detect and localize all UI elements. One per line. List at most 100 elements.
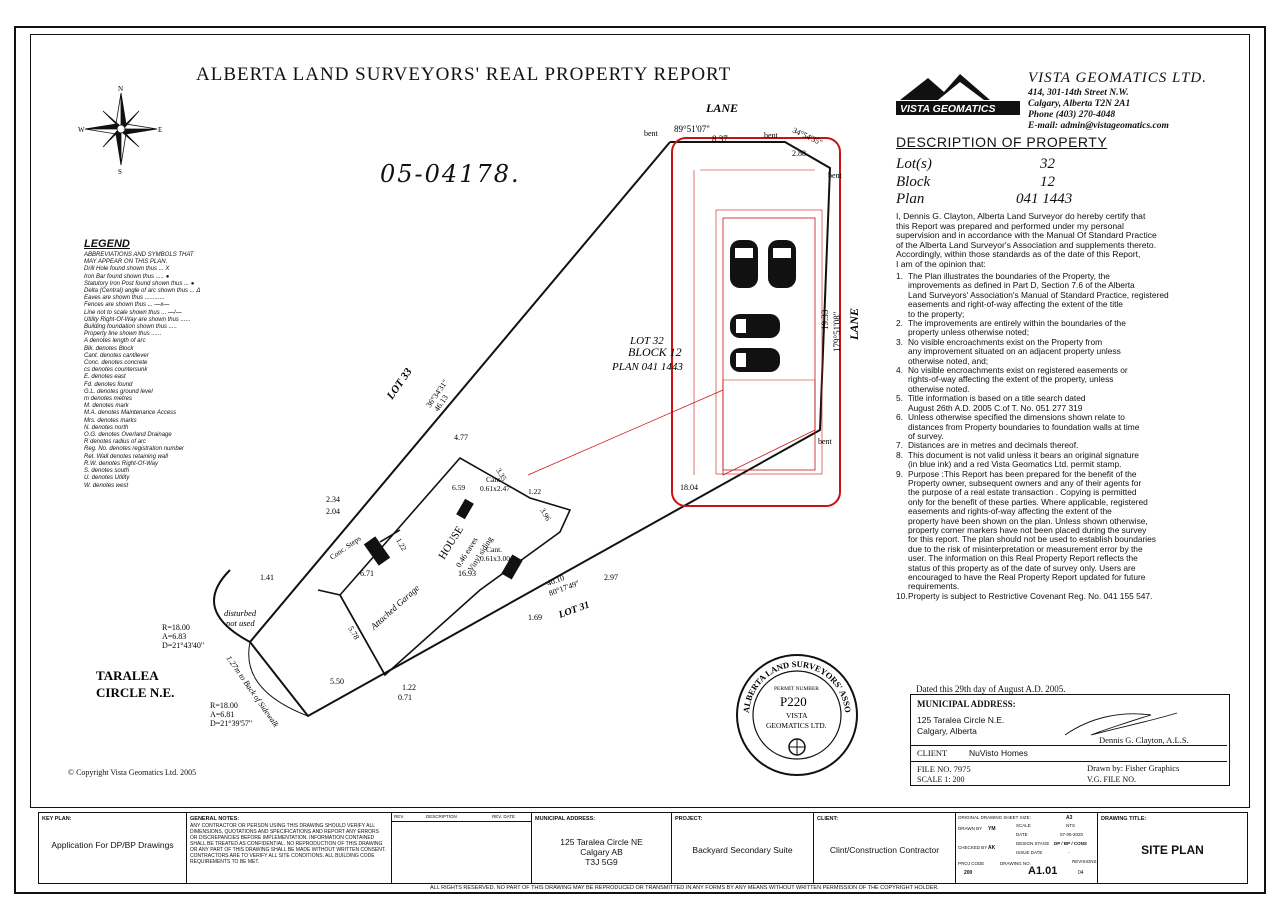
label-297: 2.97 [604,573,618,582]
handwritten-number: 05-04178. [380,160,521,188]
revisions-header-row [392,813,532,822]
label-curve1-d: D=21°43'40" [162,641,204,650]
drawing-no-label: DRAWING NO. [1000,861,1031,866]
company-name: VISTA GEOMATICS LTD. [1028,70,1208,86]
certification-note-line: easements and right-of-way affecting the… [896,300,1169,309]
signature-icon [1064,712,1178,736]
certification-note-line: 6.Unless otherwise specified the dimensi… [896,412,1169,423]
note-text: No visible encroachments exist on the Pr… [908,336,1103,347]
sheet-size-value: A3 [1066,815,1073,821]
label-122c: 1.22 [402,683,416,692]
note-number: 5. [896,393,903,404]
stage-label: DESIGN STAGE [1016,841,1050,846]
label-curve1-a: A=6.83 [162,632,186,641]
legend-item: R.W. denotes Right-Of-Way [84,460,159,467]
legend-item: O.G. denotes Overland Drainage [84,432,172,439]
certification-note-line: Property owner, subsequent owners and an… [896,478,1169,488]
label-garage: Attached Garage [368,583,421,632]
legend-item: G.L. denotes ground level [84,388,153,395]
certification-line: Accordingly, within those standards as o… [896,249,1141,260]
proj-code-label: PROJ CODE [958,861,985,866]
legend-item: m denotes metres [84,396,133,403]
note-text: Title information is based on a title se… [908,393,1086,404]
note-text: distances from Property boundaries to fo… [908,421,1140,432]
scale-value: NTS [1066,823,1075,828]
certification-note-line: otherwise noted, and; [896,356,1169,366]
company-email: E-mail: admin@vistageomatics.com [1028,121,1169,131]
project-value: Backyard Secondary Suite [692,845,793,855]
stage-value: DP / BP / CONS [1054,841,1087,846]
certification-note-line: property unless otherwise noted; [896,328,1169,337]
note-text: of survey. [908,430,944,441]
key-plan-cell: KEY PLAN: Application For DP/BP Drawings [39,813,187,883]
company-address2: Calgary, Alberta T2N 2A1 [1028,99,1131,109]
note-text: only for the benefit of these parties. W… [908,496,1148,507]
report-title: ALBERTA LAND SURVEYORS' REAL PROPERTY RE… [196,64,732,85]
certification-note-line: for this report. The plan should not be … [896,535,1169,544]
label-dist-top: 8.37 [712,134,728,144]
certification-note-line: of survey. [896,430,1169,441]
note-text: property corner markers have not been pl… [908,524,1147,535]
label-cant-1-dim: 0.61x2.47 [480,484,510,493]
vista-logo-icon: VISTA GEOMATICS [896,74,1020,115]
certification-note-line: 10.Property is subject to Restrictive Co… [896,590,1169,601]
legend-item: Building foundation shown thus ..... [84,324,178,331]
compass-e: E [158,126,162,134]
sheet-size-label: ORIGINAL DRAWING SHEET SIZE: [958,815,1031,820]
note-text: Unless otherwise specified the dimension… [908,412,1125,423]
note-text: otherwise noted. [908,383,970,394]
drawn-by: Drawn by: Fisher Graphics [1087,763,1180,773]
client-value: NuVisto Homes [969,748,1028,758]
legend-item: cs denotes countersunk [84,367,148,374]
certification-note-line: improvements as defined in Part D, Secti… [896,281,1169,290]
date-label: DATE [1016,832,1028,837]
certification-note-line: Land Surveyors' Association's Manual of … [896,290,1169,300]
tb-municipal-1: 125 Taralea Circle NE [560,837,643,847]
date-value: 07-05-2020 [1060,832,1084,837]
municipal-address-2: Calgary, Alberta [917,726,977,736]
logo-text: VISTA GEOMATICS [900,103,995,115]
municipal-label: MUNICIPAL ADDRESS: [917,699,1016,709]
note-text: August 26th A.D. 2005 C.of T. No. 051 27… [908,402,1083,413]
surveyor-name: Dennis G. Clayton, A.L.S. [1099,735,1189,745]
drawing-title-cell: DRAWING TITLE: SITE PLAN [1098,813,1247,883]
certification-note-line: requirements. [896,582,1169,591]
legend-item: Conc. denotes concrete [84,360,148,367]
certification-line: this Report was prepared and performed u… [896,220,1124,231]
note-text: Property is subject to Restrictive Coven… [908,590,1153,601]
label-cant-1: Cant. [486,475,502,484]
legend-item: S. denotes south [84,468,130,475]
note-text: No visible encroachments exist on regist… [908,365,1128,376]
plan-value: 041 1443 [1016,191,1073,207]
key-plan-label: KEY PLAN: [42,816,72,822]
label-bearing-top: 89°51'07" [674,124,710,134]
lot-value: 32 [1040,156,1055,172]
seal-permit-number: P220 [780,694,807,709]
certification-note-line: (in blue ink) and a red Vista Geomatics … [896,459,1169,469]
tb-municipal-3: T3J 5G9 [585,857,618,867]
label-204: 2.04 [326,507,340,516]
legend-item: ABBREVIATIONS AND SYMBOLS THAT [84,252,194,258]
note-text: property have been shown on the plan. Un… [908,515,1148,526]
project-label: PROJECT: [675,816,703,822]
issue-value: - [1068,850,1070,855]
note-text: Purpose :This Report has been prepared f… [908,468,1137,479]
label-curve1-r: R=18.00 [162,623,190,632]
label-disturbed: disturbed [224,608,257,618]
drawing-title-value: SITE PLAN [1141,843,1204,857]
label-curve2-a: A=6.81 [210,710,234,719]
note-text: Distances are in metres and decimals the… [908,440,1079,451]
general-notes-cell: GENERAL NOTES: ANY CONTRACTOR OR PERSON … [187,813,392,883]
legend-item: Blk. denotes Block [84,345,134,352]
label-396: 3.96 [538,507,552,523]
tb-municipal-label: MUNICIPAL ADDRESS: [535,816,596,822]
certification-note-line: encouraged to have the Real Property Rep… [896,572,1169,582]
drawn-by-label: DRAWN BY [958,826,983,831]
note-text: improvements as defined in Part D, Secti… [908,280,1135,291]
label-1693: 16.93 [458,569,476,578]
note-text: The Plan illustrates the boundaries of t… [908,271,1110,281]
certification-note-line: due to the risk of misinterpretation or … [896,544,1169,554]
label-dist-corner: 2.88 [792,149,806,158]
certification-note-line: to the property; [896,309,1169,319]
